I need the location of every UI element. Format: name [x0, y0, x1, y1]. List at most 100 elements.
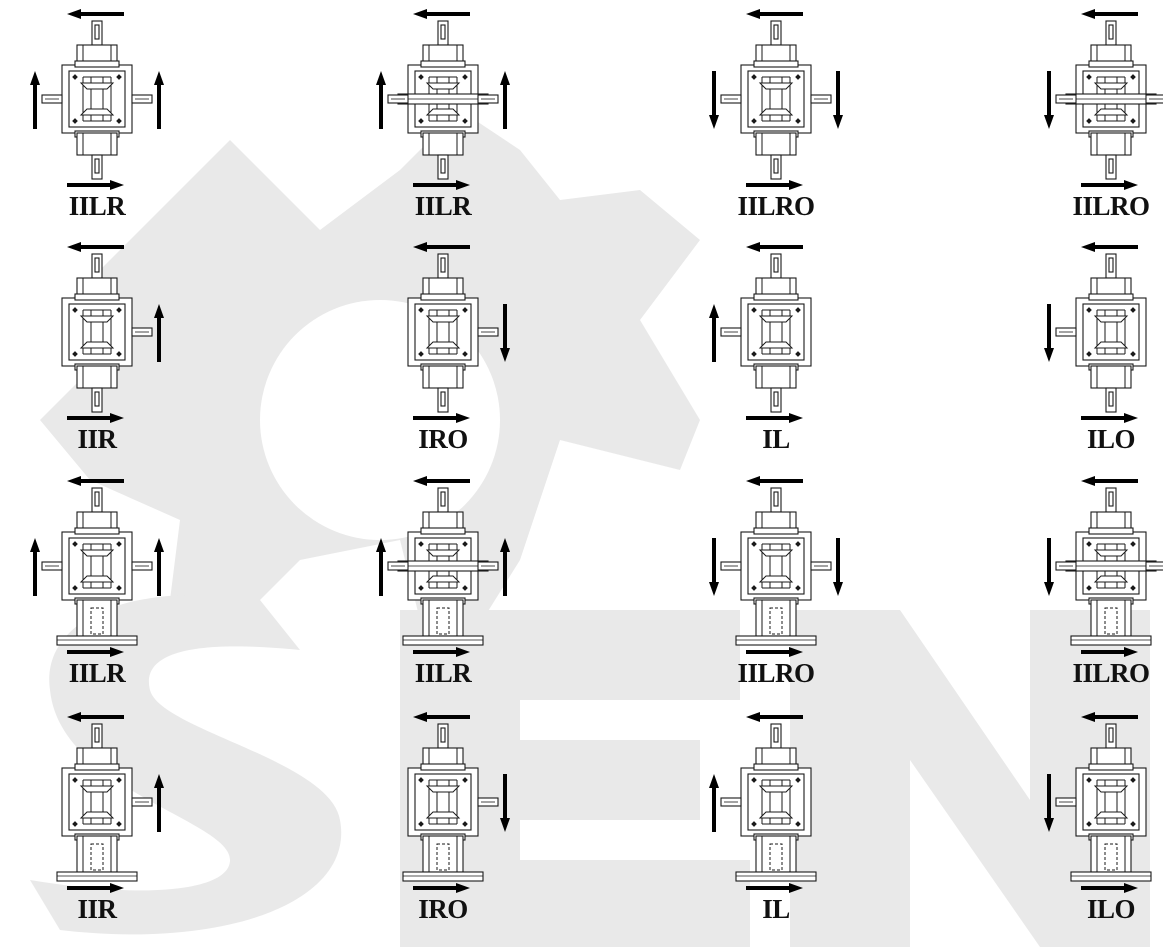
bolt-mark	[116, 74, 122, 80]
bevel-gear-top	[758, 315, 794, 323]
gearbox-diagram: IRO	[358, 708, 528, 940]
flange-top	[753, 60, 799, 68]
gearbox-diagram: IIR	[12, 238, 182, 470]
top-shaft-key	[94, 491, 100, 507]
bolt-mark	[72, 777, 78, 783]
top-rotation-arrow	[413, 476, 470, 486]
top-shaft-key	[773, 491, 779, 507]
bottom-shaft-key	[1108, 158, 1114, 174]
flange-top	[753, 763, 799, 771]
top-shaft-key	[773, 257, 779, 273]
top-rotation-arrow	[1081, 476, 1138, 486]
gearbox-diagram: IILR	[358, 472, 528, 704]
inner-housing	[747, 537, 805, 595]
top-rotation-arrow	[746, 712, 803, 722]
bevel-gear-bottom	[1093, 575, 1129, 583]
bolt-mark	[462, 585, 468, 591]
gearbox-drawing	[1044, 476, 1163, 657]
hidden-shaft	[436, 843, 450, 871]
configuration-label: IRO	[418, 424, 468, 454]
inner-housing	[68, 773, 126, 831]
bottom-shaft-key	[94, 391, 100, 407]
gearbox-drawing	[1044, 242, 1147, 423]
bolt-mark	[462, 118, 468, 124]
gearbox-body	[1044, 9, 1163, 190]
top-rotation-arrow	[746, 9, 803, 19]
bolt-mark	[795, 585, 801, 591]
bolt-mark	[751, 777, 757, 783]
watermark-letter-n	[790, 610, 1150, 947]
gearbox-body	[376, 476, 510, 657]
gearbox-body	[709, 476, 843, 657]
right-rotation-arrow	[154, 304, 164, 362]
bevel-gear-bottom	[79, 341, 115, 349]
right-rotation-arrow	[154, 71, 164, 129]
configuration-label: ILO	[1086, 894, 1136, 924]
hidden-shaft	[90, 843, 104, 871]
bolt-mark	[1130, 777, 1136, 783]
bolt-mark	[795, 777, 801, 783]
gearbox-drawing	[376, 9, 510, 190]
bevel-gear-bottom	[1093, 108, 1129, 116]
top-rotation-arrow	[67, 9, 124, 19]
gearbox-body	[402, 712, 510, 893]
gearbox-drawing	[709, 9, 843, 190]
inner-housing	[747, 773, 805, 831]
bottom-rotation-arrow	[1081, 180, 1138, 190]
flange-top	[74, 527, 120, 535]
bevel-gear-top	[1093, 549, 1129, 557]
gearbox-body	[407, 242, 510, 423]
configuration-label: IL	[762, 424, 790, 454]
top-shaft-key	[94, 257, 100, 273]
configuration-label: ILO	[1086, 424, 1136, 454]
bevel-gear-top	[1093, 785, 1129, 793]
bevel-gear-bottom	[79, 575, 115, 583]
bottom-rotation-arrow	[1081, 883, 1138, 893]
top-rotation-arrow	[1081, 242, 1138, 252]
bolt-mark	[1086, 118, 1092, 124]
top-shaft-key	[1108, 491, 1114, 507]
bottom-rotation-arrow	[67, 647, 124, 657]
pedestal	[755, 599, 797, 637]
bevel-gear-bottom	[425, 811, 461, 819]
bottom-rotation-arrow	[746, 413, 803, 423]
bolt-mark	[751, 307, 757, 313]
hidden-shaft	[436, 607, 450, 635]
configuration-label: IRO	[418, 894, 468, 924]
bolt-mark	[116, 777, 122, 783]
configuration-label: IILR	[68, 191, 126, 221]
inner-housing	[747, 70, 805, 128]
base-plate	[1070, 635, 1152, 646]
top-shaft-key	[440, 727, 446, 743]
bevel-gear-top	[425, 315, 461, 323]
bevel-gear-top	[79, 549, 115, 557]
inner-housing	[414, 773, 472, 831]
top-rotation-arrow	[1081, 712, 1138, 722]
bolt-mark	[1130, 74, 1136, 80]
bolt-mark	[751, 585, 757, 591]
bolt-mark	[1086, 351, 1092, 357]
bolt-mark	[418, 777, 424, 783]
bolt-mark	[72, 585, 78, 591]
hidden-shaft	[1104, 843, 1118, 871]
bottom-shaft-key	[773, 391, 779, 407]
right-rotation-arrow	[500, 304, 510, 362]
top-rotation-arrow	[746, 242, 803, 252]
hidden-shaft	[1104, 607, 1118, 635]
top-rotation-arrow	[413, 712, 470, 722]
bolt-mark	[116, 585, 122, 591]
bolt-mark	[751, 821, 757, 827]
gearbox-diagram: IILR	[12, 5, 182, 237]
hidden-shaft	[769, 607, 783, 635]
top-shaft-key	[440, 24, 446, 40]
bottom-rotation-arrow	[67, 883, 124, 893]
bolt-mark	[1086, 777, 1092, 783]
top-shaft-key	[440, 491, 446, 507]
configuration-label: IIR	[77, 894, 117, 924]
gearbox-diagram: IL	[691, 708, 861, 940]
bevel-gear-bottom	[79, 108, 115, 116]
left-rotation-arrow	[376, 538, 386, 596]
left-rotation-arrow	[1044, 538, 1054, 596]
gearbox-drawing	[376, 476, 510, 657]
bolt-mark	[795, 74, 801, 80]
